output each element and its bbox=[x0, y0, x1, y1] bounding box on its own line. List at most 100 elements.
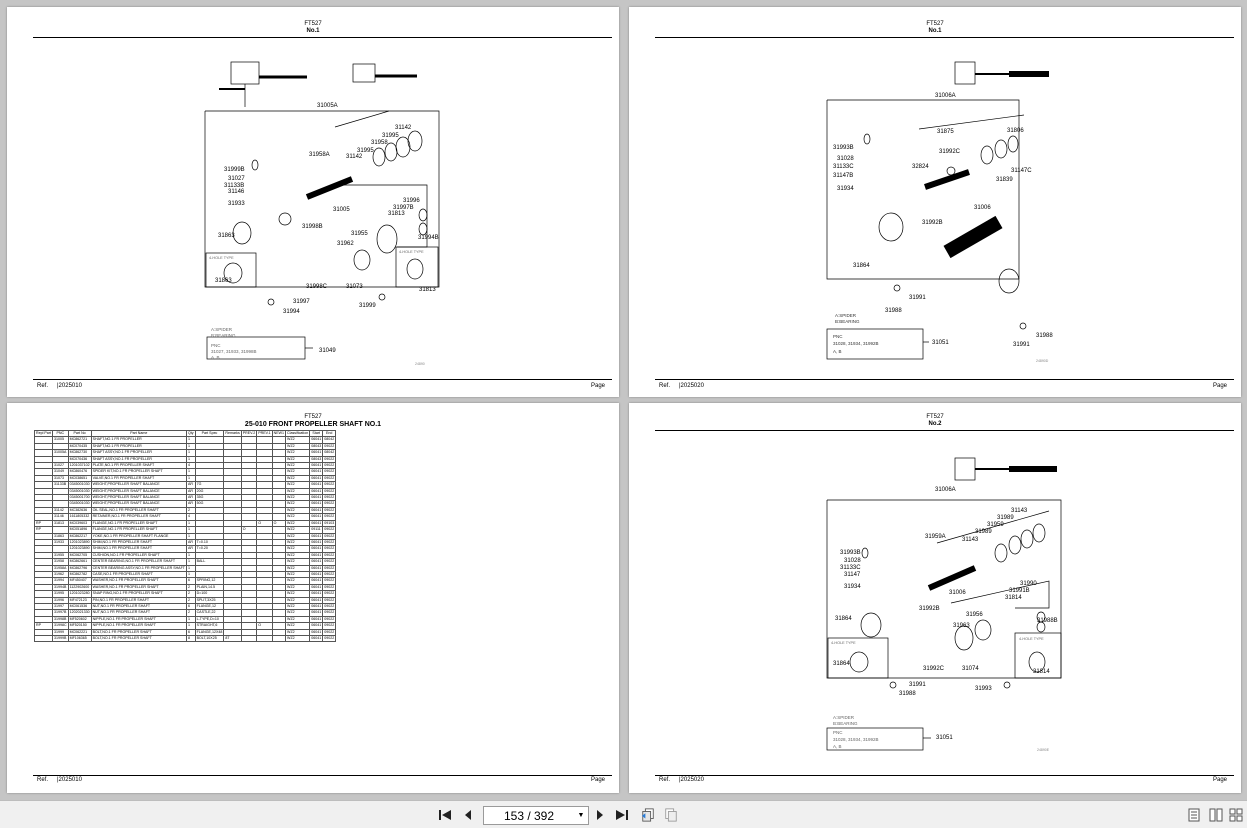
table-cell: WEIGHT,PROPELLER SHAFT BALANCE bbox=[90, 494, 187, 502]
table-cell: WZ2 bbox=[285, 596, 311, 605]
chevron-down-icon[interactable]: ▼ bbox=[577, 812, 585, 819]
callout: 31813 bbox=[388, 211, 405, 217]
table-cell bbox=[256, 628, 273, 637]
footer-rule bbox=[33, 775, 612, 776]
table-cell: 06041 bbox=[309, 506, 324, 515]
facing-view-icon[interactable] bbox=[1229, 808, 1243, 822]
pnc-label: PNC bbox=[833, 730, 843, 735]
callout: 31028 bbox=[844, 558, 861, 564]
table-cell: 06041 bbox=[309, 545, 324, 553]
callout: 31993 bbox=[975, 686, 992, 692]
table-cell: SPIDER KIT,NO.1 FR PROPELLER SHAFT bbox=[90, 468, 187, 476]
page-label: Page bbox=[1212, 383, 1227, 389]
table-cell: WZ2 bbox=[285, 583, 311, 592]
table-cell: WEIGHT,PROPELLER SHAFT BALANCE bbox=[90, 481, 187, 489]
column-header: Part Name bbox=[90, 429, 187, 438]
page-number-select[interactable]: 153 / 392 ▼ bbox=[483, 806, 589, 825]
callout: 31005A bbox=[317, 103, 338, 109]
callout: 31989 bbox=[997, 515, 1014, 521]
table-cell: 31958A bbox=[51, 564, 69, 572]
table-cell bbox=[256, 634, 273, 643]
page-model: FT527 bbox=[926, 414, 944, 420]
exploded-diagram: 31006A 31143 31989 31959 31989 31959A 31… bbox=[826, 457, 1062, 752]
callout: 31991B bbox=[1009, 588, 1030, 594]
table-cell: WZ2 bbox=[285, 622, 311, 630]
callout: 31073 bbox=[346, 284, 363, 290]
table-cell: 06041 bbox=[309, 500, 324, 508]
ref-value: |2025020 bbox=[679, 777, 704, 783]
table-cell: WEIGHT,PROPELLER SHAFT BALANCE bbox=[90, 487, 187, 496]
callout: 31028 bbox=[837, 156, 854, 162]
table-cell: 09022 bbox=[322, 455, 337, 464]
pnc-list: 31028, 31934, 31992B bbox=[833, 737, 879, 742]
table-cell bbox=[256, 583, 273, 592]
callout: 31955 bbox=[351, 231, 368, 237]
figure-number: 24890 bbox=[415, 362, 425, 366]
ref-label: Ref. bbox=[659, 777, 671, 783]
exploded-diagram: 31006A 31875 31806 31993B 31992C 31028 3… bbox=[826, 61, 1053, 363]
callout: 31006A bbox=[935, 93, 956, 99]
table-cell: WZ2 bbox=[285, 590, 311, 598]
table-cell bbox=[271, 602, 287, 611]
header-rule bbox=[655, 430, 1234, 431]
table-cell: 1201023890 bbox=[67, 538, 92, 547]
callout: 31994B bbox=[418, 235, 439, 241]
table-cell: BOLT,NO.1 FR PROPELLER SHAFT bbox=[90, 628, 187, 637]
table-cell: RP bbox=[34, 526, 53, 534]
table-cell: 09022 bbox=[322, 500, 337, 508]
last-page-icon[interactable] bbox=[615, 808, 629, 822]
table-cell: 1201037102 bbox=[67, 461, 92, 470]
table-cell: 31994B bbox=[51, 583, 69, 592]
table-cell bbox=[256, 564, 273, 572]
table-cell: 06041 bbox=[309, 564, 324, 572]
pnc-label: PNC bbox=[211, 343, 221, 348]
table-cell bbox=[34, 634, 53, 643]
table-cell: 09022 bbox=[322, 602, 337, 611]
table-cell: BOLT,NO.1 FR PROPELLER SHAFT bbox=[90, 634, 187, 643]
callout: 31051 bbox=[932, 340, 949, 346]
navigation-toolbar: 153 / 392 ▼ bbox=[0, 800, 1247, 828]
table-cell: 8T bbox=[223, 634, 242, 643]
table-cell: 1201023280 bbox=[67, 590, 92, 598]
callout: 31958 bbox=[371, 140, 388, 146]
table-cell bbox=[271, 609, 287, 617]
table-cell: 0345001030 bbox=[67, 481, 92, 489]
prev-page-icon[interactable] bbox=[461, 808, 475, 822]
table-cell: PLATE,NO.1 FR PROPELLER SHAFT bbox=[90, 461, 187, 470]
table-cell: 09022 bbox=[322, 596, 337, 605]
table-cell bbox=[256, 513, 273, 521]
table-cell: 31998B bbox=[51, 615, 69, 624]
column-header: PREV.2 bbox=[240, 429, 258, 438]
first-page-icon[interactable] bbox=[438, 808, 452, 822]
continuous-view-icon[interactable] bbox=[1209, 808, 1223, 822]
table-cell bbox=[34, 596, 53, 605]
back-icon[interactable] bbox=[641, 808, 655, 822]
table-cell: 09022 bbox=[322, 474, 337, 483]
table-cell bbox=[34, 590, 53, 598]
table-cell: 06041 bbox=[309, 519, 324, 528]
inset-label: 4-HOLE TYPE bbox=[831, 641, 856, 645]
table-cell: O bbox=[256, 519, 273, 528]
table-cell: WZ2 bbox=[285, 609, 311, 617]
table-cell: 06041 bbox=[309, 634, 324, 643]
table-cell: WASHER,NO.1 FR PROPELLER SHAFT bbox=[90, 577, 187, 585]
single-page-view-icon[interactable] bbox=[1187, 808, 1201, 822]
callout: 31814 bbox=[1033, 669, 1050, 675]
table-cell: 06041 bbox=[309, 449, 324, 457]
callout: 31006 bbox=[974, 205, 991, 211]
table-cell: WZ2 bbox=[285, 526, 311, 534]
table-cell: MF106365 bbox=[67, 634, 92, 643]
document-viewer[interactable]: FT527 No.1 bbox=[0, 0, 1247, 800]
callout: 31006 bbox=[949, 590, 966, 596]
callout: 31864 bbox=[833, 661, 850, 667]
forward-icon[interactable] bbox=[664, 808, 678, 822]
next-page-icon[interactable] bbox=[593, 808, 607, 822]
table-cell bbox=[34, 628, 53, 637]
callout: 31959A bbox=[925, 534, 946, 540]
